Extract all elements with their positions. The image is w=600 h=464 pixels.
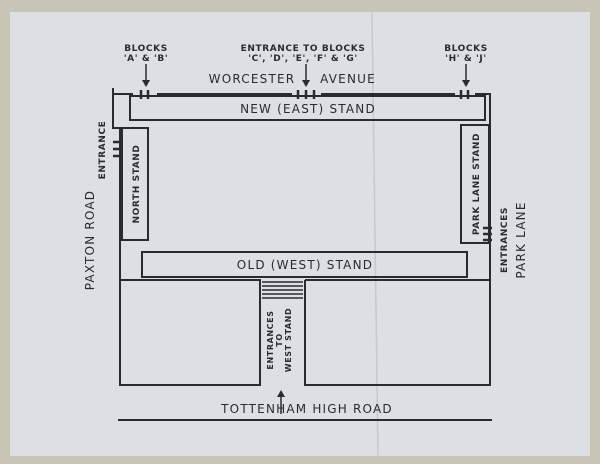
arrow-west-stand-entrance xyxy=(277,390,285,414)
paper-fold xyxy=(371,11,379,457)
gate-park-lane xyxy=(483,226,492,242)
west-stand-entrances-label: WEST STAND xyxy=(284,308,293,372)
arrow-entrance-c-g xyxy=(302,64,310,87)
gate-markers xyxy=(113,90,492,242)
park-lane-stand-label: PARK LANE STAND xyxy=(472,133,482,235)
left-boundary xyxy=(112,94,121,280)
west-stand-entrance-steps xyxy=(262,281,303,299)
blocks-h-j-label: BLOCKS xyxy=(444,44,488,54)
blocks-h-j-label: 'H' & 'J' xyxy=(445,54,486,64)
worcester-avenue-label: WORCESTER xyxy=(209,72,296,86)
ticket-paper xyxy=(10,12,590,456)
west-stand-entrances-label: TO xyxy=(275,333,284,346)
new-east-stand-outline xyxy=(129,95,486,121)
tottenham-high-road-label: TOTTENHAM HIGH ROAD xyxy=(220,402,393,416)
worcester-avenue-line xyxy=(475,93,491,123)
ground-outline xyxy=(112,88,492,421)
gate-blocks-c-g xyxy=(296,90,316,99)
worcester-avenue-label: AVENUE xyxy=(320,72,376,86)
new-east-stand-label: NEW (EAST) STAND xyxy=(240,102,376,116)
blocks-a-b-label: BLOCKS xyxy=(124,44,168,54)
gate-blocks-h-j xyxy=(459,90,470,99)
lower-right-block xyxy=(304,279,491,386)
north-stand-outline xyxy=(121,127,149,241)
north-stand-label: NORTH STAND xyxy=(132,144,142,223)
entrance-blocks-c-g-label: 'C', 'D', 'E', 'F' & 'G' xyxy=(248,54,357,64)
park-lane-entrances-label: ENTRANCES xyxy=(500,207,510,273)
arrows xyxy=(142,64,470,414)
paxton-road-entrance-label: ENTRANCE xyxy=(98,121,108,180)
arrow-blocks-a-b xyxy=(142,64,150,87)
old-west-stand-label: OLD (WEST) STAND xyxy=(237,258,373,272)
gate-paxton-road xyxy=(113,140,122,158)
old-west-stand-outline xyxy=(141,251,468,278)
park-lane-label: PARK LANE xyxy=(514,201,528,278)
gate-blocks-a-b xyxy=(139,90,150,99)
arrow-blocks-h-j xyxy=(462,64,470,87)
paxton-road-label: PAXTON ROAD xyxy=(83,190,97,290)
lower-left-block xyxy=(119,279,261,386)
blocks-a-b-label: 'A' & 'B' xyxy=(124,54,168,64)
entrance-blocks-c-g-label: ENTRANCE TO BLOCKS xyxy=(241,44,366,54)
west-stand-entrances-label: ENTRANCES xyxy=(266,310,275,369)
